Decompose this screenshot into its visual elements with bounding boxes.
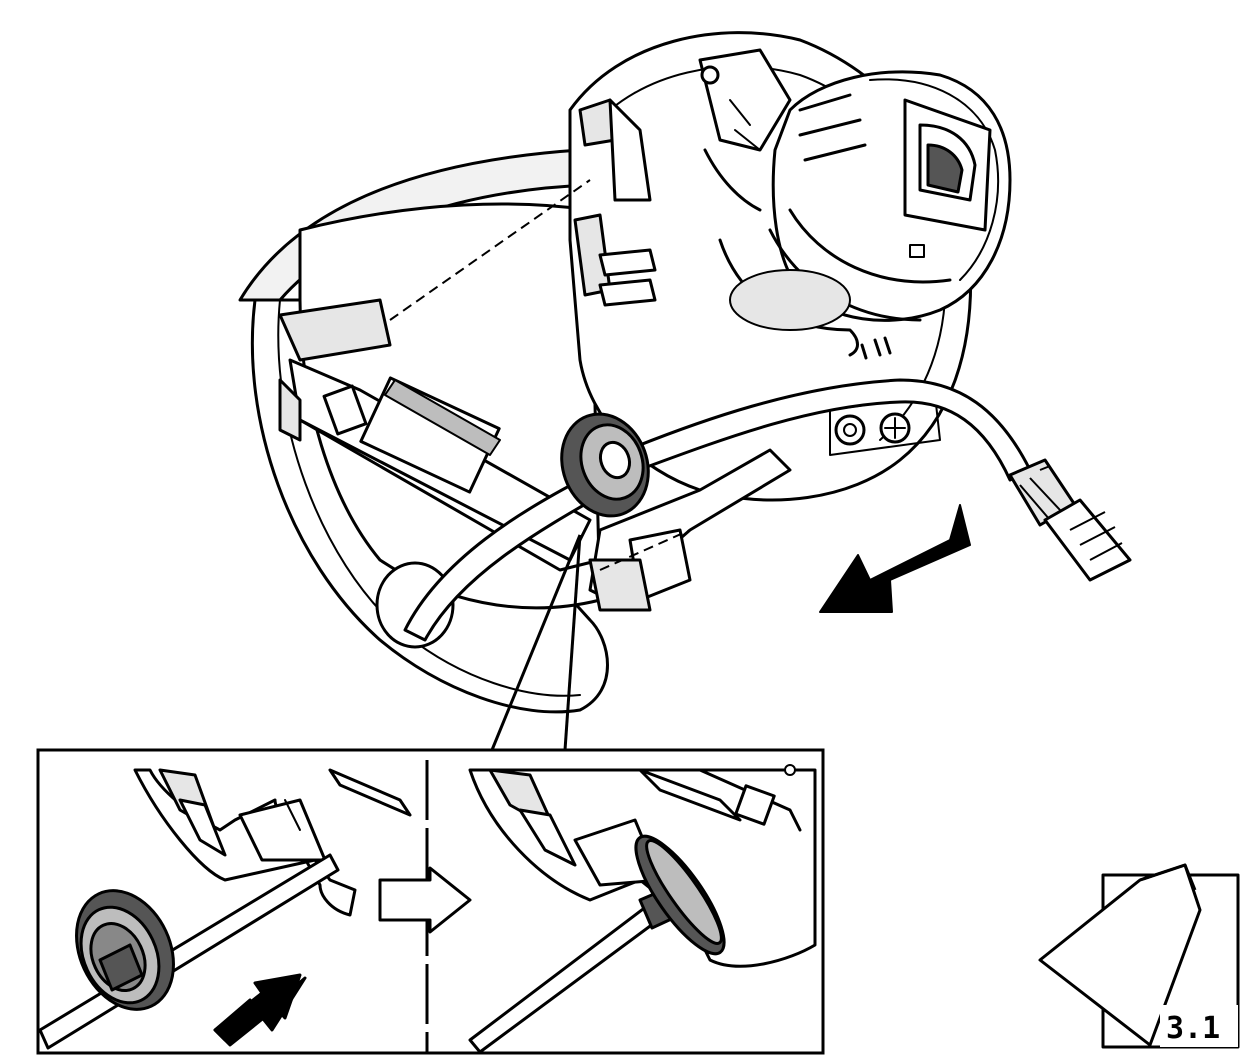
alignment-lines — [389, 179, 691, 571]
step-page-icon: 3.1 — [1038, 863, 1240, 1049]
rj45-plug-icon — [1008, 458, 1132, 582]
step-number-label: 3.1 — [1166, 1011, 1220, 1046]
detail-panel — [36, 748, 825, 1055]
camera-dome-icon — [238, 31, 1012, 714]
mounting-bracket — [278, 298, 392, 362]
transition-arrow-icon — [378, 866, 472, 934]
detail-after — [468, 764, 817, 1054]
grommet-icon — [560, 412, 650, 518]
callout-lines — [490, 534, 582, 751]
direction-arrow-icon — [819, 504, 971, 613]
detail-before — [38, 768, 412, 1050]
